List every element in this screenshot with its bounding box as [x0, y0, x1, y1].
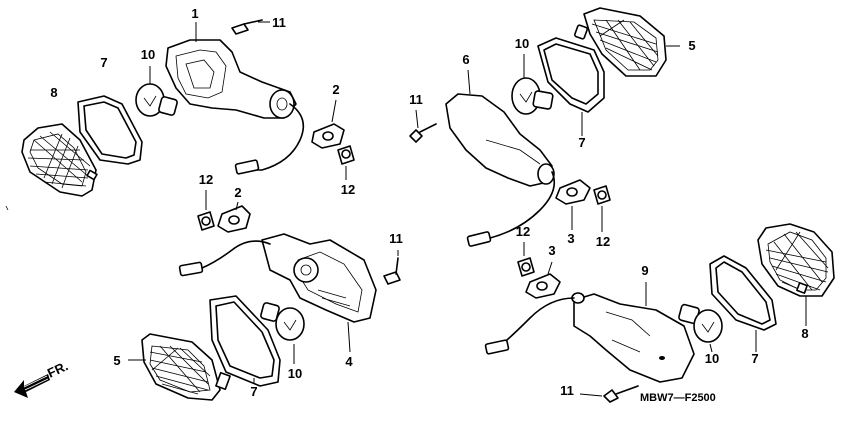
- housing-bottom-left: [178, 233, 377, 353]
- part-callout: 4: [345, 354, 353, 369]
- part-callout: 10: [288, 366, 302, 381]
- front-direction-arrow: [14, 374, 50, 398]
- bulb-top-left: [135, 66, 178, 117]
- drawing-code: MBW7—F2500: [640, 392, 716, 404]
- part-callout: 11: [409, 92, 423, 107]
- gasket-bottom-right: [709, 255, 777, 352]
- lens-top-right: [574, 7, 680, 77]
- gasket-top-right: [537, 37, 605, 136]
- screw-bottom-right: [579, 385, 639, 403]
- lens-bottom-right: [757, 223, 835, 326]
- gasket-bottom-left: [209, 295, 281, 387]
- part-callout: 7: [250, 384, 257, 399]
- part-callout: 12: [596, 234, 610, 249]
- nut-12-top: [337, 145, 355, 180]
- part-callout: 2: [234, 185, 241, 200]
- housing-top-left: [165, 22, 305, 175]
- part-callout: 5: [688, 38, 695, 53]
- part-callout: 11: [389, 231, 403, 246]
- part-callout: 10: [705, 351, 719, 366]
- part-callout: 2: [332, 82, 339, 97]
- part-callout: 6: [462, 52, 469, 67]
- nut-12-top-right: [593, 185, 611, 232]
- part-callout: 8: [50, 85, 57, 100]
- part-callout: 12: [341, 182, 355, 197]
- screw-top-right: [409, 109, 437, 143]
- lens-top-left: [21, 123, 98, 197]
- part-callout: 7: [578, 135, 585, 150]
- lens-bottom-left: [128, 333, 231, 401]
- grommet-2-mid-left: [217, 201, 251, 233]
- part-callout: 7: [751, 351, 758, 366]
- bulb-top-right: [511, 54, 554, 115]
- nut-12-mid-left: [197, 190, 215, 231]
- housing-top-right: [445, 69, 556, 247]
- part-callout: 3: [567, 231, 574, 246]
- nut-12-bottom-right: [517, 242, 535, 277]
- grommet-3-bottom-right: [525, 261, 561, 299]
- part-callout: 11: [272, 15, 286, 30]
- part-callout: 7: [100, 55, 107, 70]
- housing-bottom-right: [484, 282, 695, 383]
- grommet-2-top: [311, 99, 345, 149]
- part-callout: 3: [548, 243, 555, 258]
- part-callout: 1: [191, 6, 198, 21]
- front-direction-label: FR.: [45, 358, 70, 380]
- part-callout: 12: [516, 224, 530, 239]
- part-callout: 10: [515, 36, 529, 51]
- bulb-bottom-left: [260, 302, 305, 364]
- part-callout: 5: [113, 353, 120, 368]
- screw-top-left: [231, 19, 270, 35]
- grommet-3-top-right: [555, 179, 591, 230]
- bulb-bottom-right: [678, 303, 723, 353]
- part-callout: 11: [560, 383, 574, 398]
- gasket-top-left: [77, 95, 143, 165]
- part-callout: 8: [801, 326, 808, 341]
- part-callout: 12: [199, 172, 213, 187]
- part-callout: 10: [141, 47, 155, 62]
- screw-bottom-left: [383, 250, 401, 285]
- part-callout: 9: [641, 263, 648, 278]
